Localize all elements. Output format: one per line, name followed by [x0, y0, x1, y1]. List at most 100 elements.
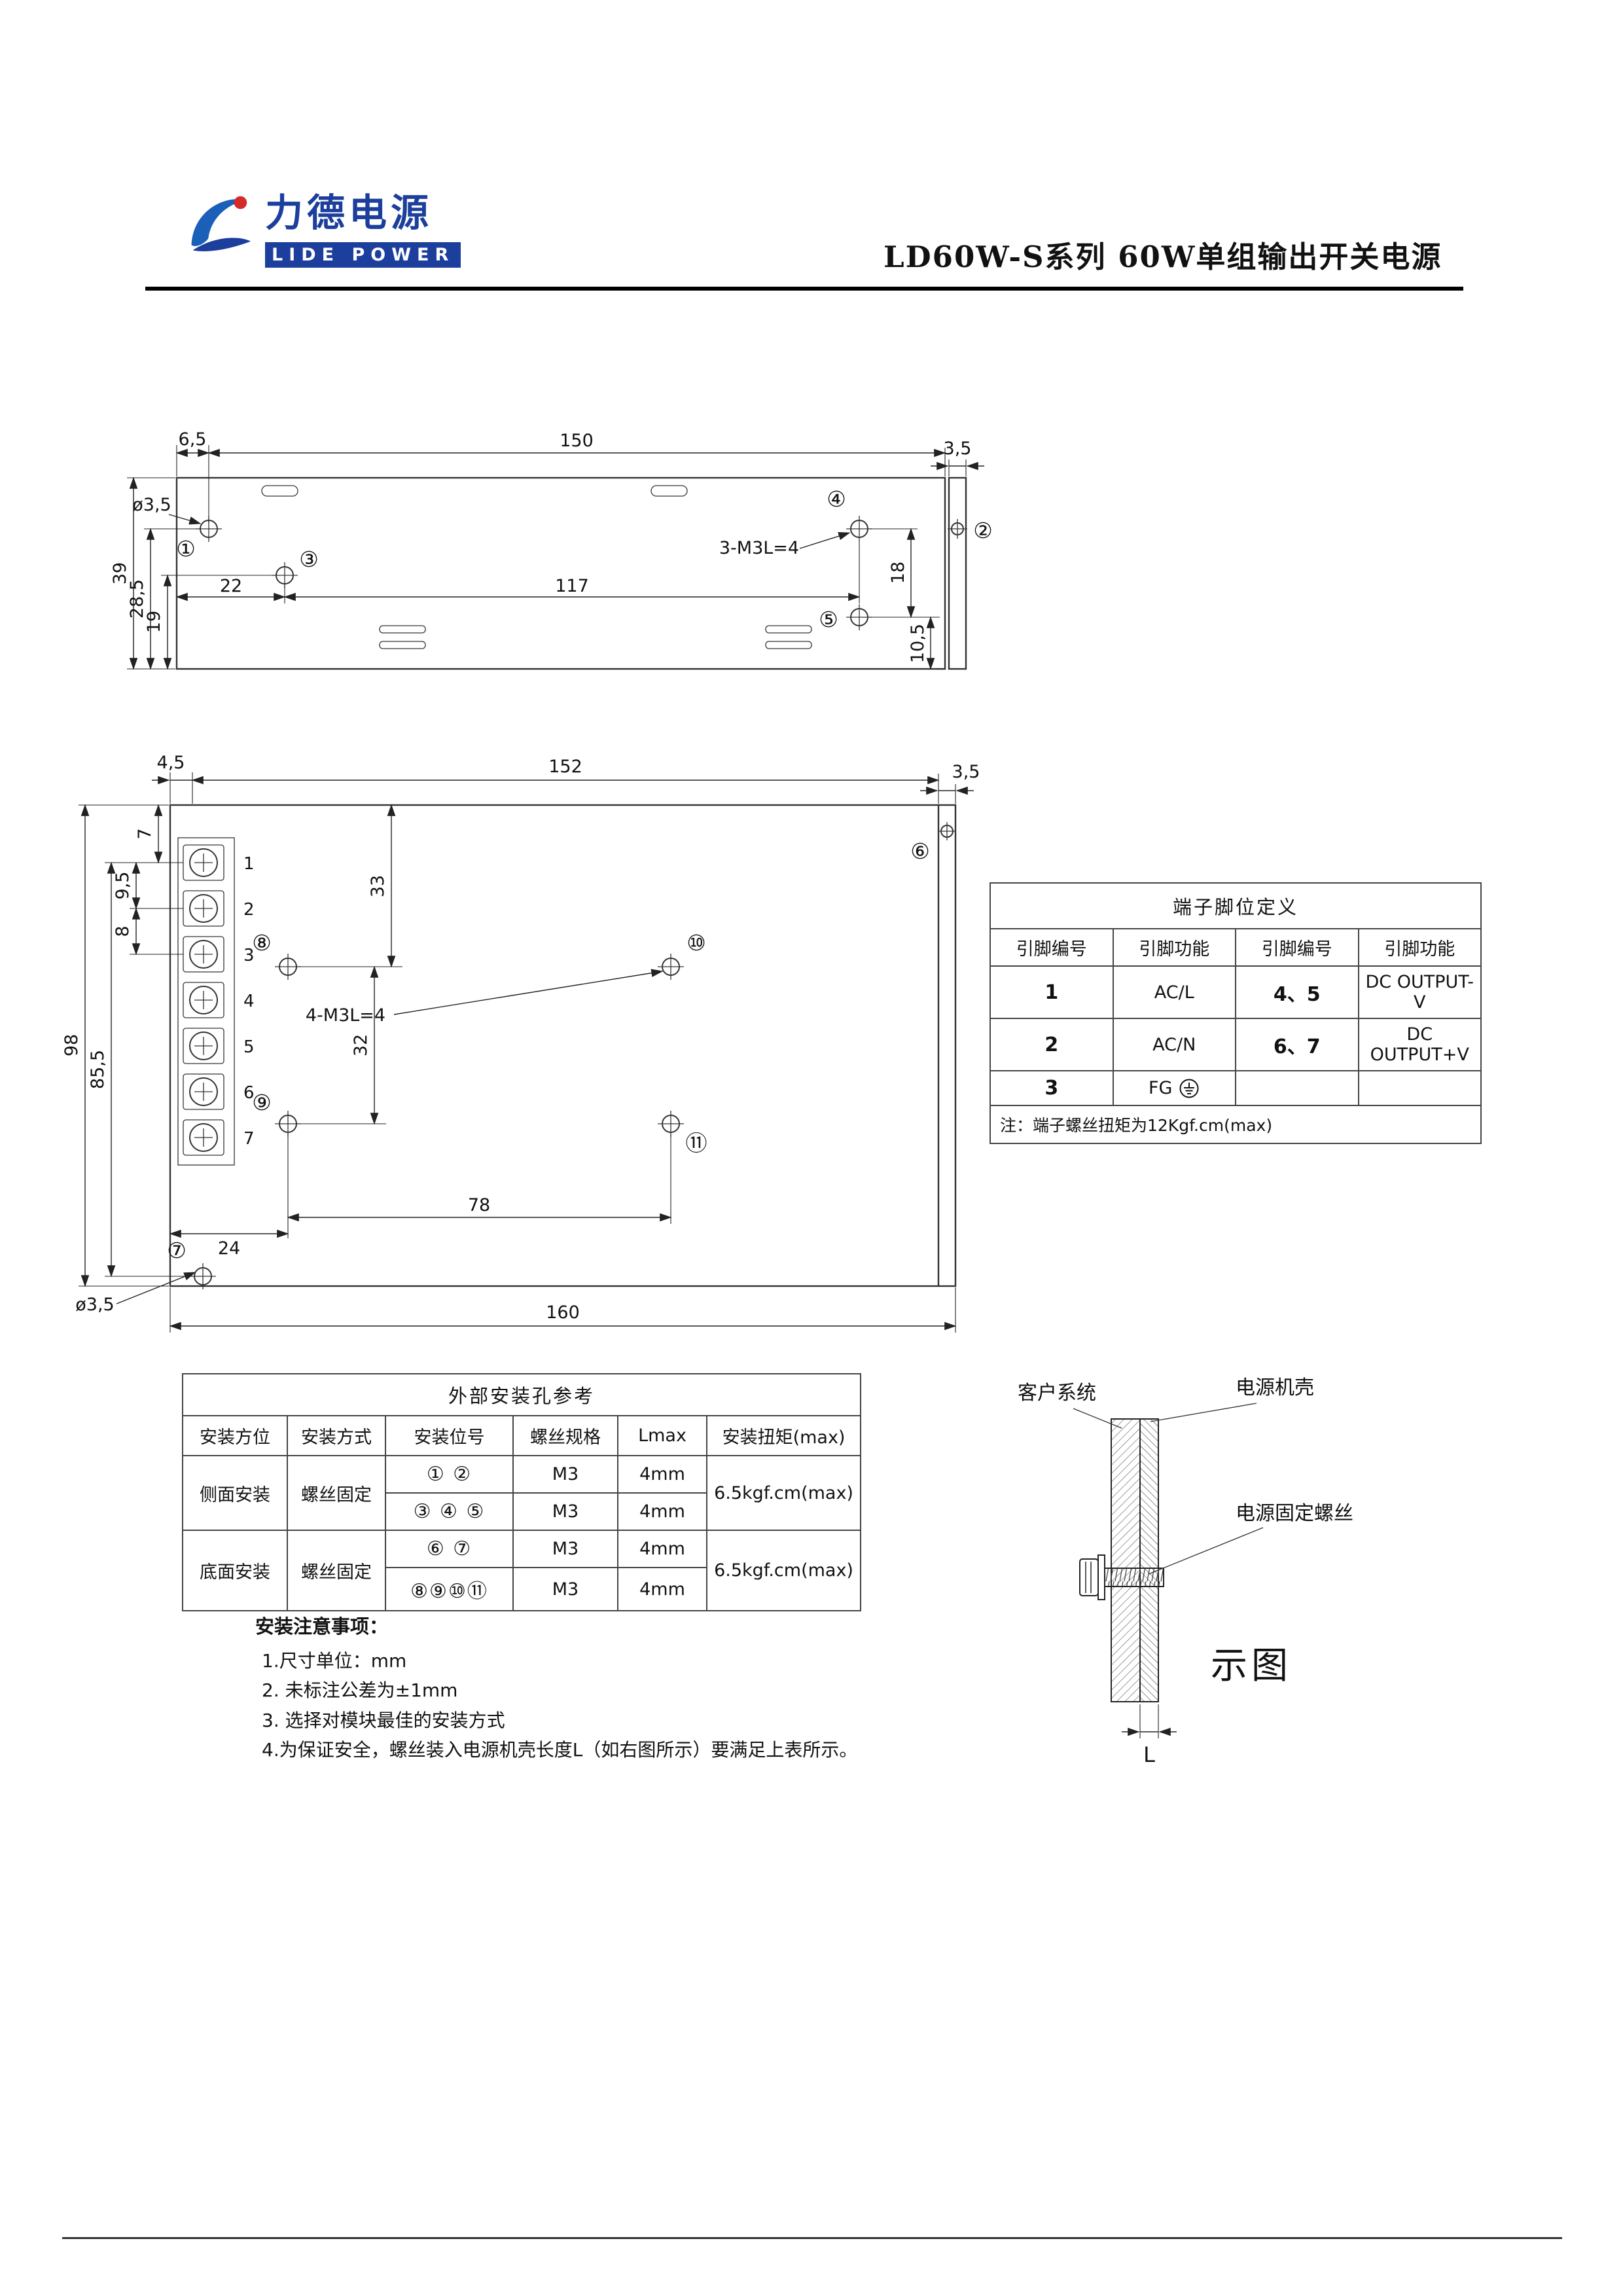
mount-table-header: 安装方位 [182, 1415, 288, 1456]
fixing-screw [1079, 1554, 1164, 1600]
bottom-view-dimension-lines [79, 772, 974, 1333]
dim-39: 39 [110, 562, 130, 584]
pin-function-empty [1357, 1070, 1482, 1106]
terminal-pin-table: 端子脚位定义 引脚编号 引脚功能 引脚编号 引脚功能 1 AC/L 4、5 DC… [990, 882, 1482, 1144]
dim-7: 7 [135, 828, 155, 839]
top-view-dimension-lines [127, 445, 984, 670]
balloon-4: ④ [827, 486, 846, 512]
dim-10-5: 10,5 [908, 624, 928, 663]
screw-spec: M3 [512, 1455, 618, 1494]
logo-swoosh-icon [191, 196, 251, 251]
terminal-table-header: 引脚功能 [1357, 928, 1482, 967]
balloon-8: ⑧ [252, 930, 272, 956]
terminal-num-2: 2 [243, 900, 255, 920]
terminal-num-6: 6 [243, 1083, 255, 1103]
terminal-num-7: 7 [243, 1129, 255, 1149]
mount-position: 侧面安装 [182, 1455, 288, 1531]
dim-33: 33 [368, 875, 388, 897]
note-item-4: 4.为保证安全，螺丝装入电源机壳长度L（如右图所示）要满足上表所示。 [262, 1739, 858, 1761]
dim-85-5: 85,5 [88, 1050, 108, 1089]
dim-78: 78 [468, 1195, 490, 1215]
notes-title: 安装注意事项： [255, 1615, 389, 1638]
note-item-3: 3. 选择对模块最佳的安装方式 [262, 1709, 505, 1731]
dim-160: 160 [546, 1302, 580, 1323]
dim-24: 24 [218, 1238, 240, 1259]
earth-ground-icon [1179, 1079, 1199, 1098]
terminal-table-note: 注：端子螺丝扭矩为12Kgf.cm(max) [990, 1105, 1482, 1144]
hole-dia-label: ø3,5 [132, 495, 171, 515]
pin-number: 4、5 [1235, 965, 1359, 1019]
thread-callout-b: 4-M3L=4 [306, 1005, 385, 1026]
mount-position: 底面安装 [182, 1530, 288, 1611]
note-item-2: 2. 未标注公差为±1mm [262, 1679, 458, 1702]
bottom-view-drawing: 1 2 3 4 5 6 7 [62, 753, 980, 1333]
dim-22: 22 [220, 576, 242, 596]
pin-number: 1 [990, 965, 1114, 1019]
mount-method: 螺丝固定 [287, 1530, 386, 1611]
mount-table-header: Lmax [617, 1415, 707, 1456]
balloon-11: ⑪ [686, 1130, 707, 1156]
balloon-10: ⑩ [687, 930, 706, 956]
terminal-num-4: 4 [243, 992, 255, 1011]
header-rule [145, 287, 1463, 291]
mount-method: 螺丝固定 [287, 1455, 386, 1531]
mounting-hole-table: 外部安装孔参考 安装方位 安装方式 安装位号 螺丝规格 Lmax 安装扭矩(ma… [181, 1373, 862, 1611]
logo-chinese-name: 力德电源 [265, 190, 433, 235]
balloon-1: ① [176, 536, 196, 562]
dim-117: 117 [555, 576, 589, 596]
dim-18: 18 [888, 562, 908, 584]
lmax-value: 4mm [617, 1492, 707, 1531]
dim-152: 152 [548, 757, 582, 777]
mount-locations: ③ ④ ⑤ [385, 1492, 514, 1531]
mount-locations: ① ② [385, 1455, 514, 1494]
mount-table-header: 安装位号 [385, 1415, 514, 1456]
screw-spec: M3 [512, 1567, 618, 1611]
illustration-labels: 客户系统 电源机壳 电源固定螺丝 示图 L [1018, 1376, 1353, 1767]
dim-150: 150 [560, 431, 594, 451]
illustration-caption: 示图 [1211, 1645, 1292, 1687]
dim-32: 32 [351, 1034, 371, 1056]
fixing-screw-label: 电源固定螺丝 [1236, 1502, 1353, 1525]
dim-3-5: 3,5 [944, 439, 972, 459]
pin-function: DC OUTPUT-V [1357, 965, 1482, 1019]
mount-table-header: 螺丝规格 [512, 1415, 618, 1456]
top-view-drawing: 6,5 150 3,5 39 28,5 19 22 117 18 10,5 ø3… [110, 429, 993, 670]
dim-28-5: 28,5 [127, 579, 147, 619]
balloon-5: ⑤ [819, 607, 838, 632]
pin-number: 6、7 [1235, 1018, 1359, 1071]
lmax-value: 4mm [617, 1567, 707, 1611]
wall-sections [1111, 1418, 1159, 1702]
lmax-value: 4mm [617, 1455, 707, 1494]
screw-spec: M3 [512, 1530, 618, 1568]
dim-8: 8 [113, 925, 133, 937]
pin-number: 2 [990, 1018, 1114, 1071]
pin-number: 3 [990, 1070, 1114, 1106]
mount-table-header: 安装扭矩(max) [705, 1415, 862, 1456]
pin-function-fg: FG [1112, 1070, 1236, 1106]
balloon-3: ③ [299, 547, 319, 572]
mount-locations: ⑧⑨⑩⑪ [385, 1567, 514, 1611]
top-view-outline [175, 476, 967, 670]
bottom-view-outline [169, 804, 957, 1287]
pin-number-empty [1235, 1070, 1359, 1106]
dim-98: 98 [62, 1034, 82, 1056]
fg-label: FG [1149, 1078, 1173, 1098]
terminal-table-title: 端子脚位定义 [990, 882, 1482, 929]
terminal-num-3: 3 [243, 946, 255, 965]
mount-table-header: 安装方式 [287, 1415, 386, 1456]
balloon-2: ② [973, 518, 993, 543]
hole-dia-label-b: ø3,5 [75, 1295, 114, 1315]
terminal-table-header: 引脚编号 [990, 928, 1114, 967]
balloon-6: ⑥ [910, 838, 930, 864]
dim-4-5: 4,5 [157, 753, 185, 773]
mount-torque: 6.5kgf.cm(max) [705, 1455, 862, 1531]
mount-locations: ⑥ ⑦ [385, 1530, 514, 1568]
dim-6-5: 6,5 [179, 429, 207, 450]
dim-L: L [1143, 1742, 1155, 1767]
illustration-leaders [1073, 1403, 1264, 1738]
footer-rule [62, 2237, 1562, 2239]
bottom-view-holes [190, 822, 956, 1289]
document-title: LD60W-S系列 60W单组输出开关电源 [883, 240, 1442, 274]
dim-9-5: 9,5 [113, 872, 133, 900]
